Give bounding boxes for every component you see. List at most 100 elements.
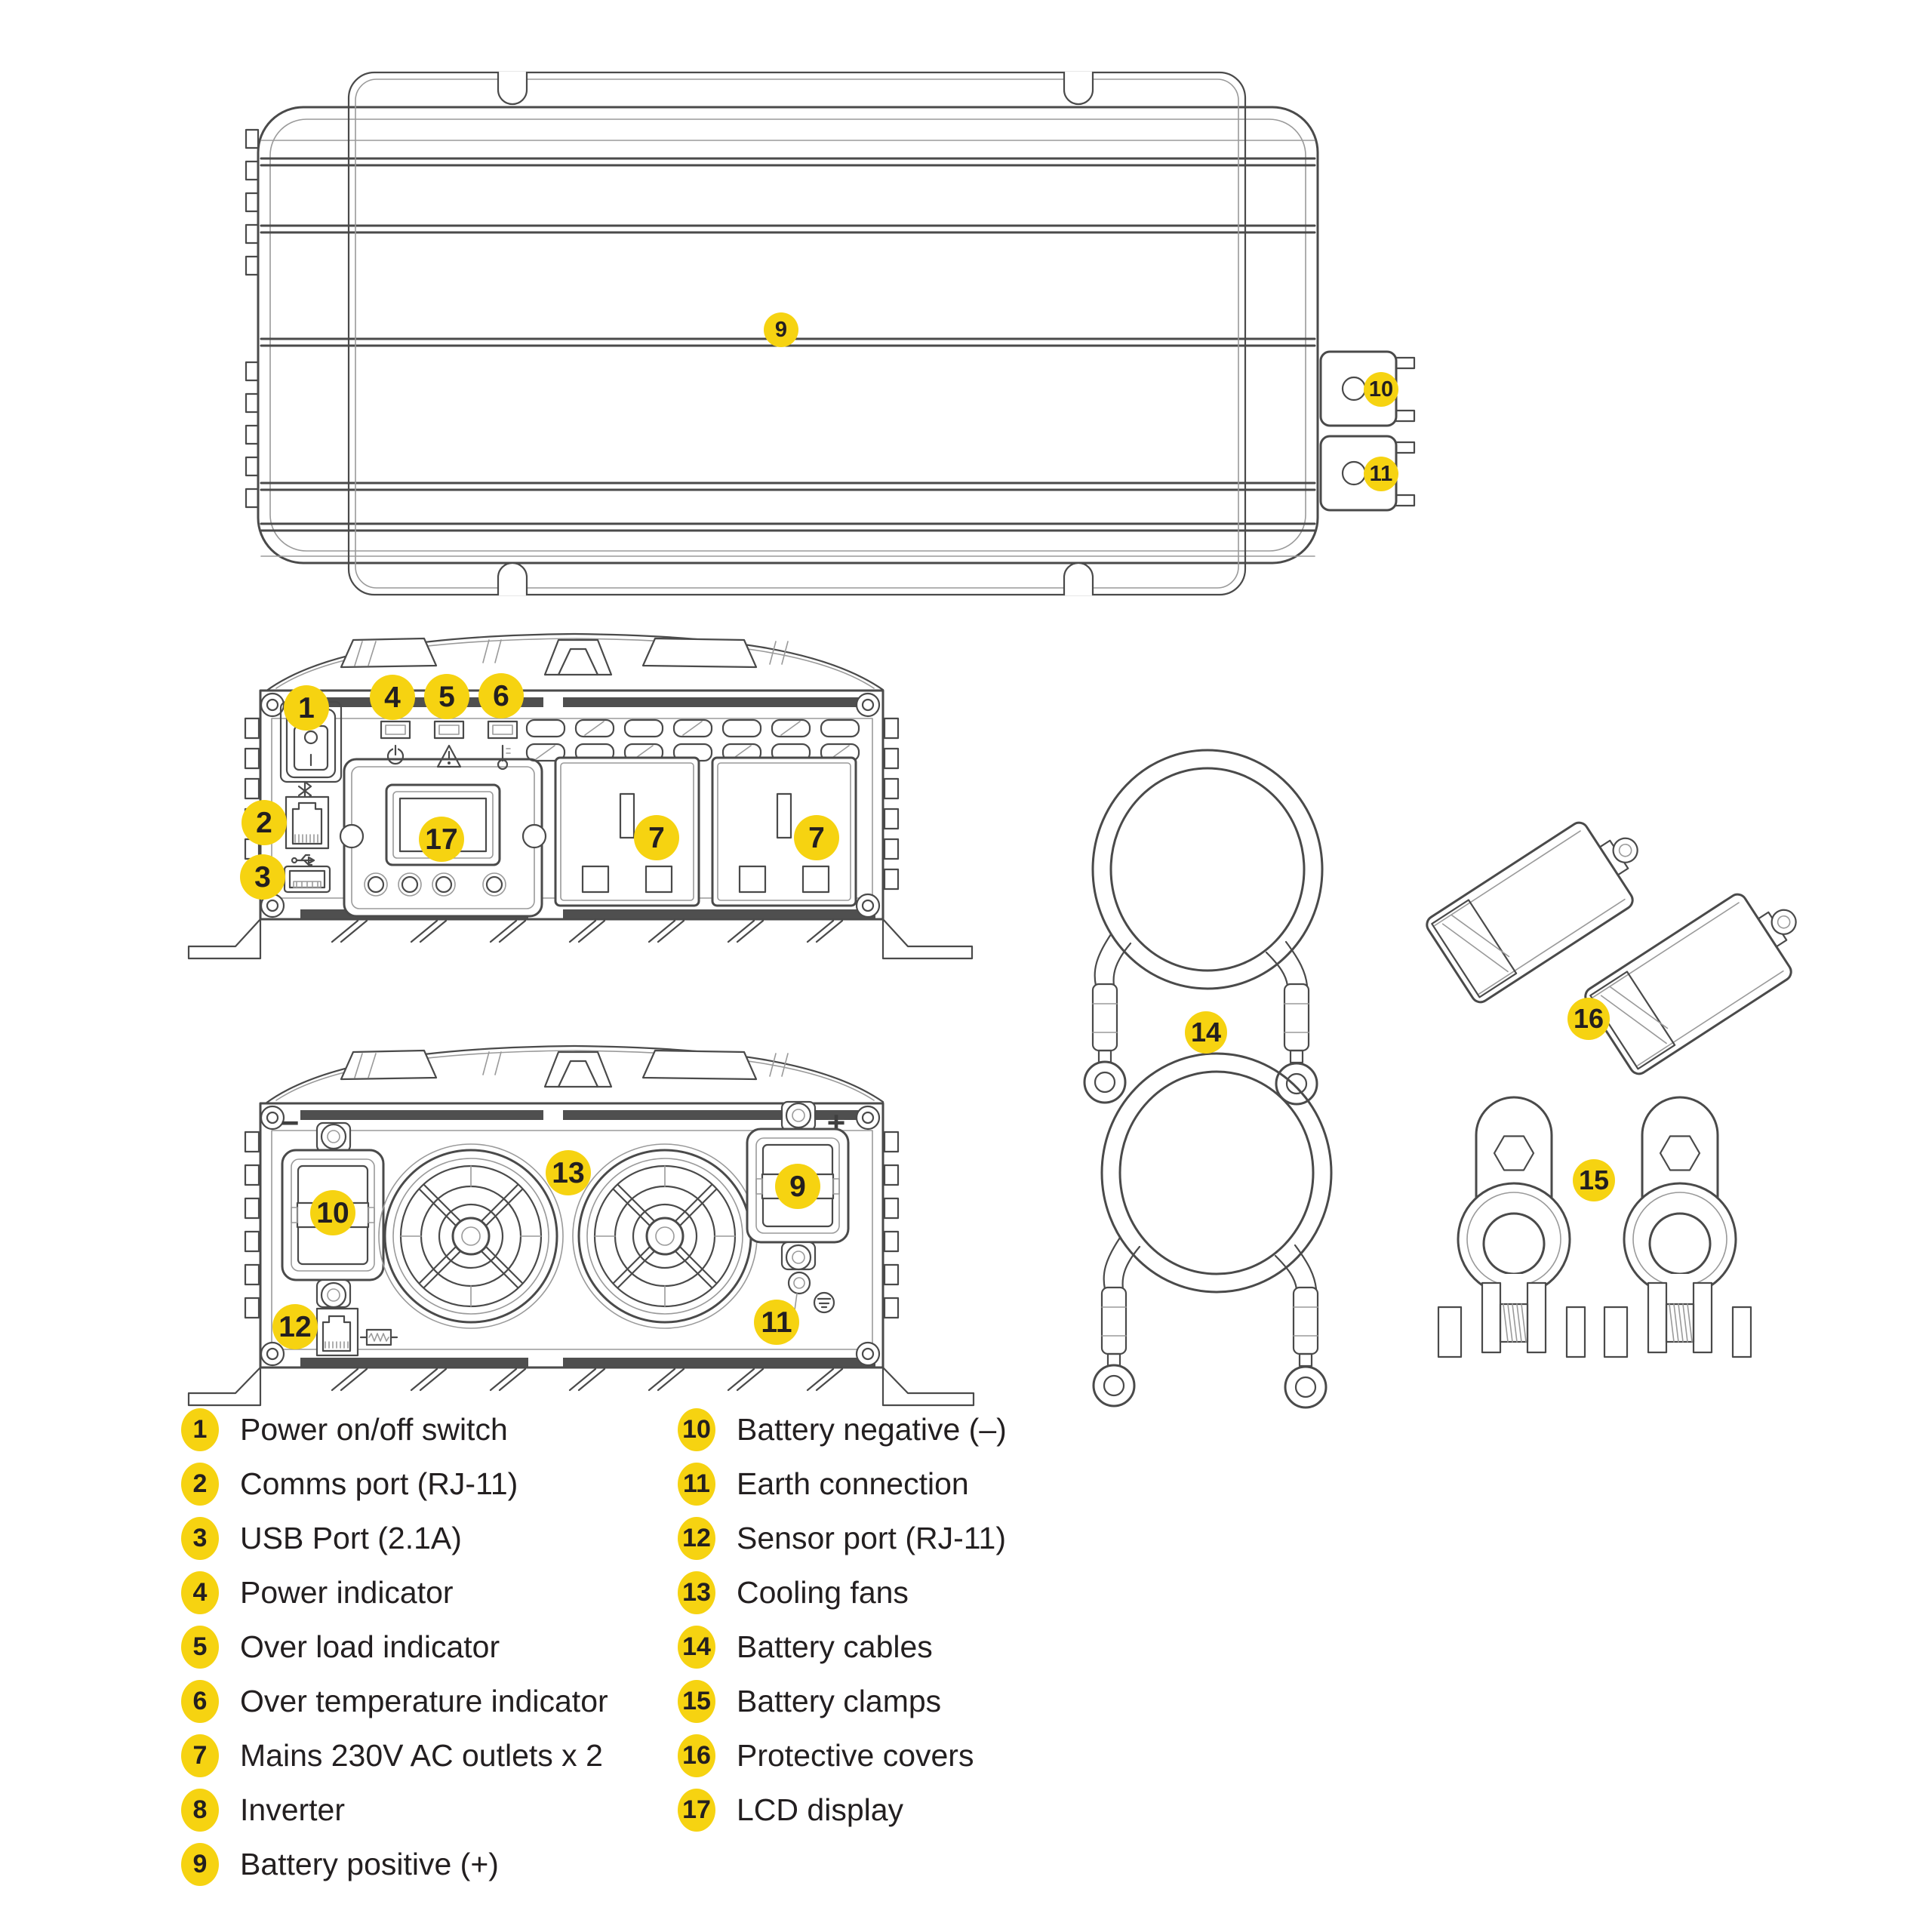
callout-badge-4: 4 <box>370 675 415 720</box>
callout-badge-10: 10 <box>310 1190 355 1235</box>
callout-badge-11: 11 <box>754 1300 799 1345</box>
back-view: − + <box>187 1044 975 1407</box>
battery-terminal-tab-upper <box>1319 350 1416 427</box>
heatsink-fins-left <box>244 1131 260 1319</box>
legend-badge: 14 <box>678 1625 715 1669</box>
legend-row-1: 1 Power on/off switch <box>181 1402 608 1457</box>
legend-item-label: Earth connection <box>737 1466 969 1501</box>
legend-item-label: Battery positive (+) <box>240 1846 499 1881</box>
corner-screws <box>260 1105 881 1367</box>
legend-item-label: Over load indicator <box>240 1629 500 1664</box>
battery-clamp-1 <box>1437 1096 1586 1358</box>
legend-row-10: 10 Battery negative (–) <box>678 1402 1007 1457</box>
legend-item-label: Mains 230V AC outlets x 2 <box>240 1737 603 1773</box>
protective-covers-illustration <box>1422 801 1823 1078</box>
legend-badge: 10 <box>678 1407 715 1451</box>
legend-row-16: 16 Protective covers <box>678 1728 1007 1783</box>
legend-row-9: 9 Battery positive (+) <box>181 1837 608 1891</box>
callout-badge-9: 9 <box>764 312 798 347</box>
callout-badge-12: 12 <box>272 1304 318 1349</box>
legend-badge: 1 <box>181 1407 219 1451</box>
callout-badge-10: 10 <box>1364 372 1398 407</box>
mounting-notch <box>1063 561 1094 595</box>
legend-item-label: Over temperature indicator <box>240 1683 608 1718</box>
mounting-notch <box>1063 72 1094 106</box>
callout-badge-6: 6 <box>478 673 524 718</box>
earth-symbol-icon <box>813 1291 835 1314</box>
legend-row-2: 2 Comms port (RJ-11) <box>181 1457 608 1511</box>
sensor-port <box>315 1307 359 1357</box>
mounting-foot-left <box>187 918 262 960</box>
mounting-foot-left <box>187 1366 262 1407</box>
legend-item-label: Protective covers <box>737 1737 974 1773</box>
legend-row-7: 7 Mains 230V AC outlets x 2 <box>181 1728 608 1783</box>
warning-icon <box>436 744 462 768</box>
legend-row-4: 4 Power indicator <box>181 1565 608 1620</box>
callout-badge-2: 2 <box>242 800 287 845</box>
legend-badge: 17 <box>678 1788 715 1832</box>
vent-slots <box>525 718 860 762</box>
legend-row-5: 5 Over load indicator <box>181 1620 608 1674</box>
legend-badge: 5 <box>181 1625 219 1669</box>
legend-item-label: Comms port (RJ-11) <box>240 1466 518 1501</box>
legend-badge: 11 <box>678 1462 715 1506</box>
legend-item-label: Battery negative (–) <box>737 1411 1007 1447</box>
legend-row-15: 15 Battery clamps <box>678 1674 1007 1728</box>
legend-row-8: 8 Inverter <box>181 1783 608 1837</box>
legend-column-left: 1 Power on/off switch 2 Comms port (RJ-1… <box>181 1402 608 1891</box>
callout-badge-7: 7 <box>634 815 679 860</box>
callout-badge-15: 15 <box>1573 1159 1615 1201</box>
mounting-notch <box>497 561 528 595</box>
callout-badge-1: 1 <box>284 685 329 731</box>
legend-badge: 7 <box>181 1734 219 1777</box>
callout-badge-11: 11 <box>1364 457 1398 491</box>
legend-row-11: 11 Earth connection <box>678 1457 1007 1511</box>
legend-badge: 2 <box>181 1462 219 1506</box>
legend-item-label: Sensor port (RJ-11) <box>737 1520 1006 1555</box>
legend-row-13: 13 Cooling fans <box>678 1565 1007 1620</box>
legend-item-label: LCD display <box>737 1792 904 1827</box>
battery-clamps-illustration <box>1437 1096 1752 1358</box>
legend-badge: 16 <box>678 1734 715 1777</box>
callout-badge-16: 16 <box>1567 998 1610 1040</box>
heatsink-fins-left <box>245 128 260 509</box>
callout-badge-7: 7 <box>794 815 839 860</box>
legend-badge: 4 <box>181 1571 219 1614</box>
legend-column-right: 10 Battery negative (–) 11 Earth connect… <box>678 1402 1007 1837</box>
base-vents <box>331 919 844 943</box>
legend-item-label: Battery clamps <box>737 1683 942 1718</box>
legend-item-label: Inverter <box>240 1792 345 1827</box>
resistor-icon <box>359 1328 398 1346</box>
legend-badge: 6 <box>181 1679 219 1723</box>
legend-row-14: 14 Battery cables <box>678 1620 1007 1674</box>
legend-badge: 9 <box>181 1842 219 1886</box>
usb-icon <box>291 854 315 866</box>
led-indicators <box>380 720 518 740</box>
legend-row-12: 12 Sensor port (RJ-11) <box>678 1511 1007 1565</box>
corner-screws <box>260 692 881 918</box>
power-icon <box>386 744 405 765</box>
callout-badge-14: 14 <box>1185 1011 1227 1054</box>
legend-badge: 15 <box>678 1679 715 1723</box>
heatsink-fins-right <box>883 717 900 891</box>
legend-badge: 12 <box>678 1516 715 1560</box>
usb-port <box>283 865 331 894</box>
legend-row-6: 6 Over temperature indicator <box>181 1674 608 1728</box>
lcd-buttons <box>364 872 506 897</box>
front-view <box>187 632 974 960</box>
legend-item-label: USB Port (2.1A) <box>240 1520 462 1555</box>
callout-badge-3: 3 <box>240 854 285 900</box>
legend-item-label: Battery cables <box>737 1629 933 1664</box>
legend-row-3: 3 USB Port (2.1A) <box>181 1511 608 1565</box>
callout-badge-13: 13 <box>546 1150 591 1195</box>
top-view <box>245 71 1416 596</box>
callout-badge-5: 5 <box>424 674 469 719</box>
legend-item-label: Power on/off switch <box>240 1411 508 1447</box>
mounting-foot-right <box>881 918 974 960</box>
callout-badge-17: 17 <box>419 817 464 862</box>
battery-cable-2 <box>1092 1052 1333 1409</box>
legend-badge: 3 <box>181 1516 219 1560</box>
battery-clamp-2 <box>1603 1096 1752 1358</box>
